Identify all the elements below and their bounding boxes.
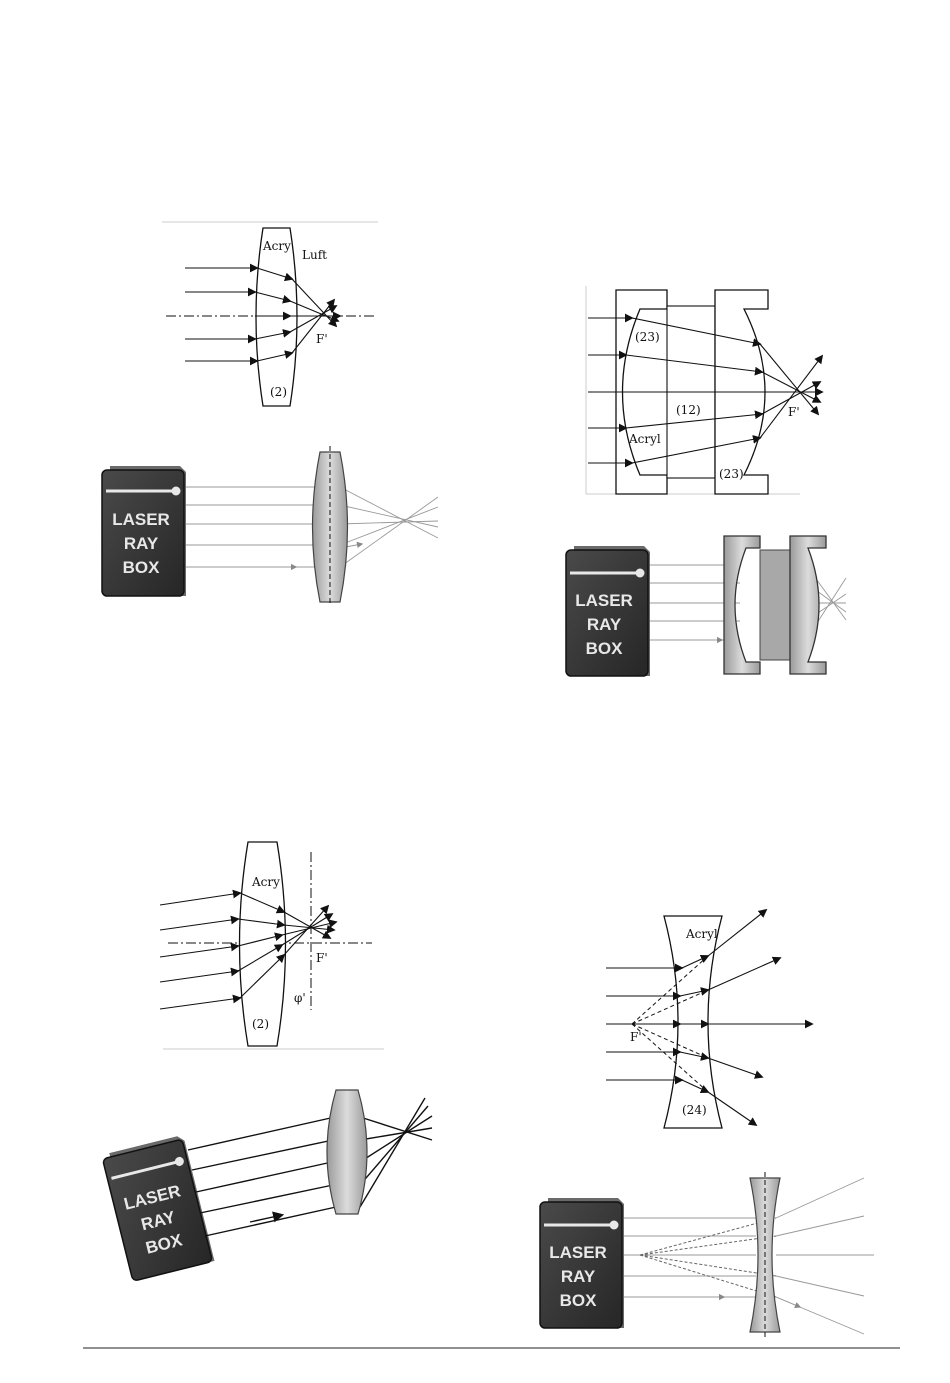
focus-label: F' xyxy=(316,951,328,965)
focus-label: F' xyxy=(316,332,328,346)
refracted-rays xyxy=(760,344,822,438)
convex-lens-outline xyxy=(256,228,297,406)
photo-lens-system-setup: LASER RAY BOX xyxy=(566,536,846,676)
diverging-rays xyxy=(708,910,812,1125)
right-lens-element xyxy=(790,536,826,674)
box-label-line-1: LASER xyxy=(112,510,170,529)
diagram-convex-lens: Acry Luft F' (2) xyxy=(162,222,378,406)
diagram-lens-system: (23) (12) Acryl (23) F' xyxy=(586,286,822,494)
lens-number: (2) xyxy=(252,1017,269,1031)
refracted-rays xyxy=(290,279,340,353)
convex-lens xyxy=(327,1090,367,1214)
laser-beams xyxy=(624,1178,874,1334)
box-label-line-3: BOX xyxy=(586,639,624,658)
lens-number-bottom: (23) xyxy=(719,467,744,481)
box-label-line-1: LASER xyxy=(549,1243,607,1262)
virtual-beam-extensions xyxy=(640,1218,776,1297)
box-label-line-2: RAY xyxy=(561,1267,596,1286)
left-lens-element xyxy=(724,536,760,674)
diagram-concave-lens: Acryl F' (24) xyxy=(606,910,812,1128)
box-label-line-3: BOX xyxy=(560,1291,598,1310)
focus-label: F' xyxy=(788,405,800,419)
material-label: Acry xyxy=(262,239,291,253)
photo-oblique-setup: LASER RAY BOX xyxy=(102,1090,432,1281)
photo-concave-lens-setup: LASER RAY BOX xyxy=(540,1172,874,1338)
box-label-line-1: LASER xyxy=(575,591,633,610)
material-label: Acryl xyxy=(685,927,718,941)
laser-beams xyxy=(188,1098,432,1236)
lens-number: (24) xyxy=(682,1103,707,1117)
box-label-line-2: RAY xyxy=(587,615,622,634)
photo-convex-lens-setup: LASER RAY BOX xyxy=(102,446,438,606)
material-label: Acry xyxy=(251,875,280,889)
refracted-rays xyxy=(282,906,336,955)
lens-number: (2) xyxy=(270,385,287,399)
lens-number-top: (23) xyxy=(635,330,660,344)
focus-label: F' xyxy=(630,1030,642,1044)
box-label-line-2: RAY xyxy=(124,534,159,553)
material-label: Acryl xyxy=(628,432,661,446)
gap-spacer xyxy=(760,550,790,660)
laser-ray-box: LASER RAY BOX xyxy=(102,466,186,596)
laser-ray-box: LASER RAY BOX xyxy=(102,1135,215,1281)
box-label-line-3: BOX xyxy=(123,558,161,577)
gap-number: (12) xyxy=(676,403,701,417)
medium-label: Luft xyxy=(302,248,327,262)
angle-label: φ' xyxy=(294,991,306,1005)
laser-ray-box: LASER RAY BOX xyxy=(566,546,650,676)
diagram-oblique-rays: Acry F' φ' (2) xyxy=(160,842,384,1049)
laser-ray-box: LASER RAY BOX xyxy=(540,1198,624,1328)
